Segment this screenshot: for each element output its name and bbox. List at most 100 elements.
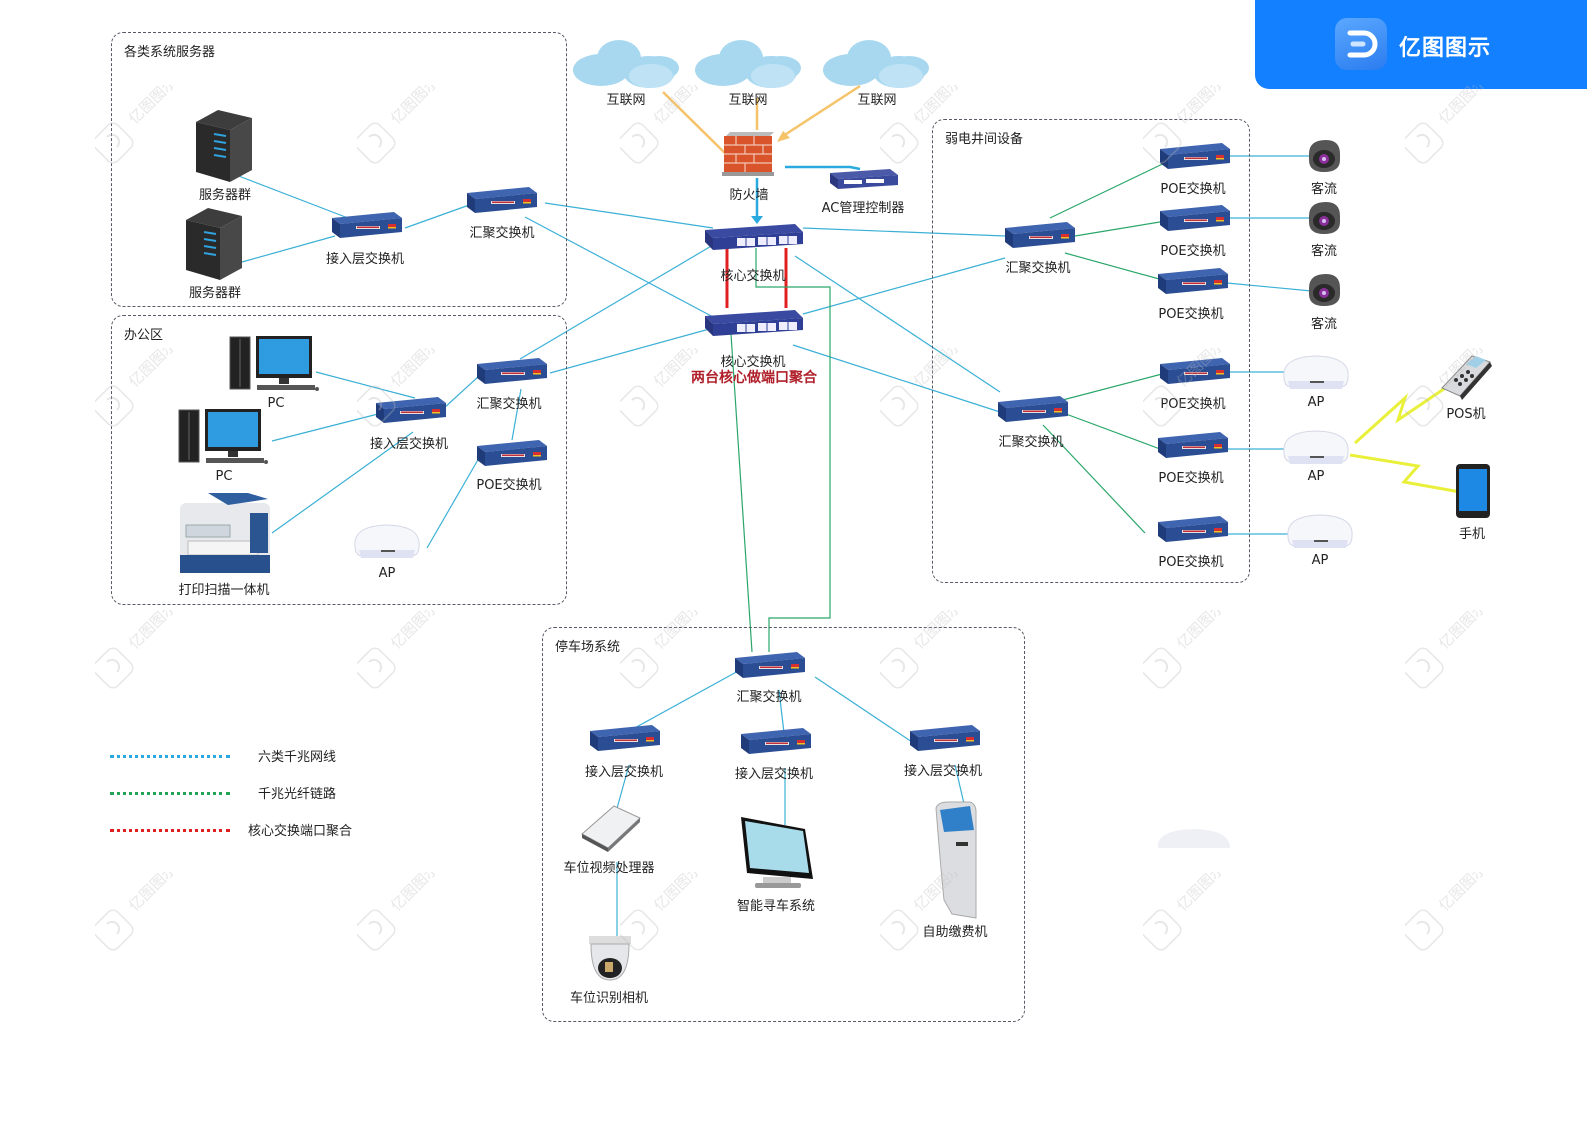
switch-label: POE交换机: [476, 478, 542, 493]
ac-controller-icon[interactable]: [828, 165, 900, 195]
aggregation-switch-icon[interactable]: [996, 392, 1070, 428]
zone-weak-current: 弱电井间设备: [932, 119, 1250, 583]
switch-label: 接入层交换机: [325, 252, 405, 267]
internet-label: 互联网: [857, 93, 897, 108]
legend-item-fiber: 千兆光纤链路: [110, 783, 370, 803]
access-switch-icon[interactable]: [374, 393, 448, 429]
phone-label: 手机: [1458, 527, 1486, 542]
wireless-link-phone: [1349, 453, 1461, 494]
switch-label: 汇聚交换机: [736, 690, 802, 705]
ap-icon[interactable]: [351, 522, 423, 566]
camera-label: 客流: [1310, 317, 1338, 332]
link: [1226, 282, 1323, 293]
switch-label: 汇聚交换机: [476, 397, 542, 412]
kiosk-label: 自助缴费机: [922, 925, 988, 940]
poe-switch-icon[interactable]: [1156, 512, 1230, 548]
legend-line-ethernet: [110, 755, 230, 758]
kiosk-icon[interactable]: [930, 800, 980, 924]
switch-label: 接入层交换机: [903, 764, 983, 779]
zone-parking: 停车场系统: [542, 627, 1025, 1022]
poe-switch-icon[interactable]: [1158, 201, 1232, 237]
faint-ap-shape: [1156, 826, 1232, 856]
core-switch-icon[interactable]: [703, 216, 805, 256]
link: [814, 676, 919, 747]
edraw-logo-icon: [1335, 18, 1387, 70]
zone-title: 各类系统服务器: [124, 45, 216, 60]
switch-label: POE交换机: [1160, 182, 1226, 197]
zone-title: 办公区: [124, 328, 164, 343]
printer-icon[interactable]: [178, 485, 273, 581]
dome-camera-icon[interactable]: [1306, 200, 1342, 240]
ap-icon[interactable]: [1284, 512, 1356, 556]
access-switch-icon[interactable]: [739, 724, 813, 760]
ap-icon[interactable]: [1280, 353, 1352, 397]
dome-camera-icon[interactable]: [1306, 138, 1342, 178]
access-switch-icon[interactable]: [330, 208, 404, 244]
smartphone-icon[interactable]: [1455, 463, 1491, 523]
switch-label: POE交换机: [1160, 397, 1226, 412]
aggregation-switch-icon[interactable]: [1003, 218, 1077, 254]
brand-name: 亿图图示: [1399, 36, 1492, 61]
switch-label: 汇聚交换机: [998, 435, 1064, 450]
arrow-head: [751, 216, 763, 224]
link-fiber: [1065, 413, 1161, 450]
server-label: 服务器群: [188, 286, 242, 301]
camera-label: 客流: [1310, 182, 1338, 197]
server-label: 服务器群: [198, 188, 252, 203]
core-switch-label: 核心交换机: [720, 355, 786, 370]
firewall-icon[interactable]: [720, 130, 778, 182]
access-switch-icon[interactable]: [588, 721, 662, 757]
cloud-icon: [693, 38, 803, 97]
aggregation-switch-icon[interactable]: [733, 648, 807, 684]
link: [778, 689, 785, 734]
link-fiber: [1054, 373, 1163, 403]
switch-label: POE交换机: [1158, 471, 1224, 486]
link-firewall-ac: [785, 165, 861, 171]
link: [404, 203, 473, 229]
firewall-label: 防火墙: [729, 188, 769, 203]
link: [511, 388, 522, 441]
aggregation-switch-icon[interactable]: [475, 354, 549, 390]
link: [426, 457, 480, 549]
wireless-link-pos: [1353, 376, 1461, 445]
switch-label: 接入层交换机: [584, 765, 664, 780]
server-icon[interactable]: [196, 110, 252, 186]
cloud-icon: [571, 38, 681, 97]
pos-terminal-icon[interactable]: [1438, 352, 1494, 404]
core-switch-icon[interactable]: [703, 302, 805, 342]
pc-icon[interactable]: [229, 335, 319, 399]
access-switch-icon[interactable]: [908, 721, 982, 757]
ap-icon[interactable]: [1280, 428, 1352, 472]
switch-label: POE交换机: [1158, 307, 1224, 322]
legend-item-ethernet: 六类千兆网线: [110, 746, 370, 766]
server-icon[interactable]: [186, 208, 242, 284]
link: [630, 669, 741, 731]
link: [524, 216, 716, 319]
brand-banner[interactable]: 亿图图示: [1255, 0, 1587, 89]
zone-servers: 各类系统服务器: [111, 32, 567, 307]
legend-line-aggregation: [110, 829, 230, 832]
link: [549, 327, 714, 374]
link: [519, 244, 714, 360]
poe-switch-icon[interactable]: [1158, 354, 1232, 390]
link-fiber: [1042, 424, 1146, 534]
ptz-camera-icon[interactable]: [587, 934, 633, 988]
poe-switch-icon[interactable]: [1156, 428, 1230, 464]
switch-label: 接入层交换机: [734, 767, 814, 782]
poe-switch-icon[interactable]: [1156, 264, 1230, 300]
pc-icon[interactable]: [178, 408, 268, 472]
link-internet-1: [662, 91, 733, 161]
aggregation-switch-icon[interactable]: [465, 183, 539, 219]
legend-item-aggregation: 核心交换端口聚合: [110, 820, 370, 840]
video-processor-label: 车位视频处理器: [563, 861, 655, 876]
poe-switch-icon[interactable]: [475, 436, 549, 472]
monitor-icon[interactable]: [739, 815, 815, 895]
dome-camera-icon[interactable]: [1306, 272, 1342, 312]
switch-label: POE交换机: [1160, 244, 1226, 259]
poe-switch-icon[interactable]: [1158, 139, 1232, 175]
link: [315, 371, 416, 399]
link-fiber: [755, 248, 831, 652]
ap-label: AP: [1307, 469, 1325, 484]
video-processor-icon[interactable]: [580, 804, 642, 856]
